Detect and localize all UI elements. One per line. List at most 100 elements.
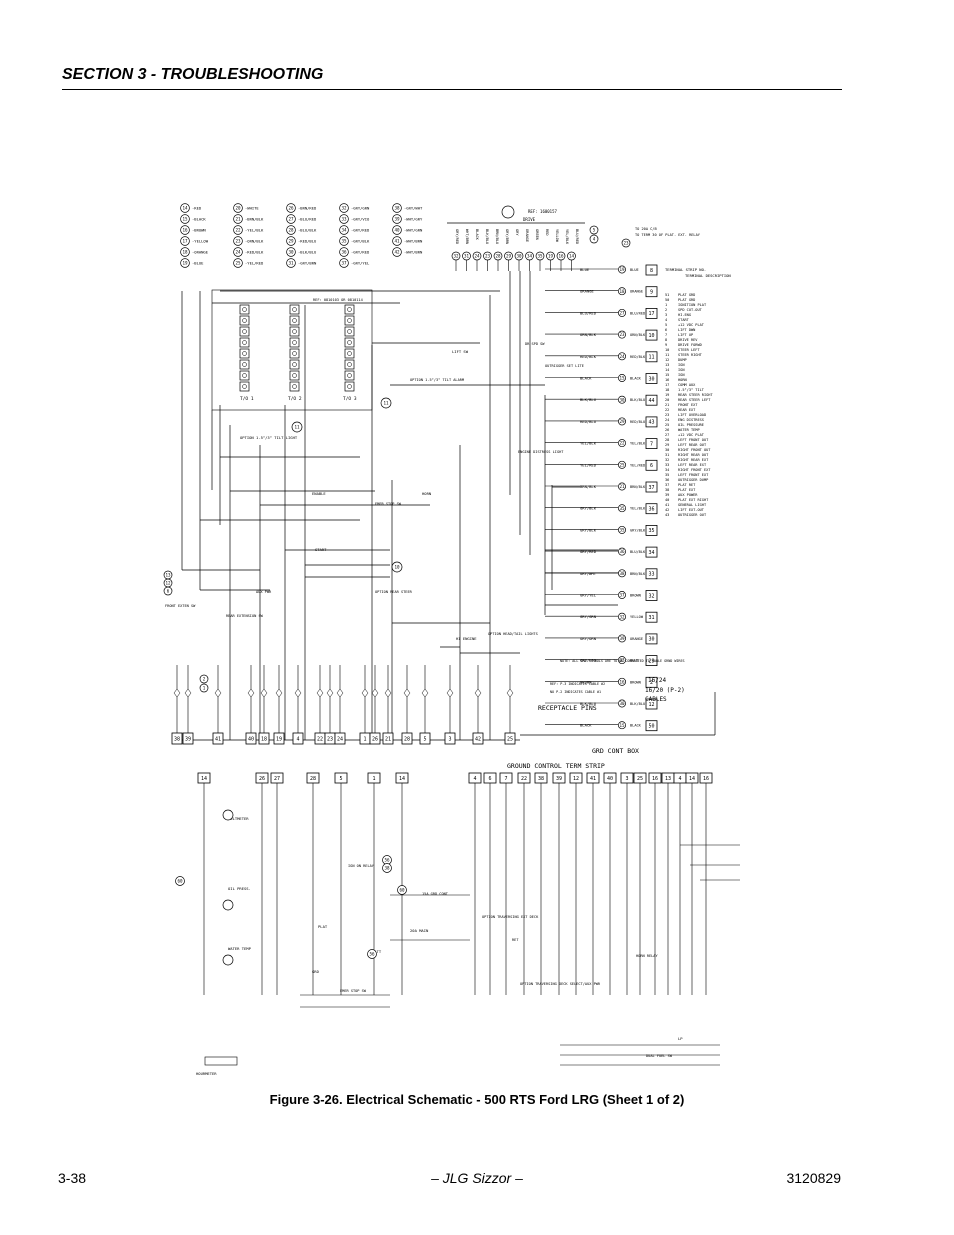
to-term-label: TO TERM 30 OF PLAT. EXT. RELAY <box>635 233 701 237</box>
terminal-box <box>517 772 531 784</box>
legend-color: -BLU/RED <box>298 217 317 222</box>
terminal-row-number: 42 <box>665 508 669 512</box>
wire-number-circle <box>618 525 626 534</box>
voltmeter-label: VOLTMETER <box>228 816 249 821</box>
wire-number: 60 <box>399 888 405 893</box>
terminal-row-desc: WATER TEMP <box>678 428 700 432</box>
top-wire-label: GRY <box>515 229 519 236</box>
terminal-box <box>645 459 658 471</box>
wire-number-circle <box>397 885 407 895</box>
terminal-row-desc: LIFT DWN <box>678 328 695 332</box>
wire-number: 28 <box>495 254 501 259</box>
wire-number: 36 <box>619 549 625 554</box>
trav-deck-label: OPTION TRAVERSING EXT DECK <box>482 915 539 919</box>
terminal-strip-label: TERMINAL STRIP NO. <box>665 267 706 272</box>
page-number: 3-38 <box>58 1170 87 1186</box>
wire-number: 27 <box>619 311 625 316</box>
wire-number: 15 <box>619 376 625 381</box>
terminal-row-desc: IGN <box>678 368 685 372</box>
terminal-box <box>645 698 658 710</box>
terminal-box <box>197 772 211 784</box>
terminal-row-number: 3 <box>665 313 667 317</box>
terminal-number: 41 <box>590 776 596 782</box>
plug-wire-label: YEL/RED <box>580 462 597 467</box>
enable-label: ENABLE <box>312 491 326 496</box>
terminal-number: 35 <box>648 528 654 534</box>
wire-number-circle <box>392 236 402 246</box>
terminal-row-number: 4 <box>665 318 667 322</box>
legend-color: -WHT/GRY <box>404 217 423 222</box>
wire-number-circle <box>618 591 626 599</box>
plug-wire-label: BLK/BLU <box>580 701 597 706</box>
start-label: START <box>315 547 327 552</box>
terminal-number: 34 <box>648 550 654 556</box>
terminal-row-desc: LIFT EXT-OUT <box>678 508 705 512</box>
terminal-row-number: 15 <box>665 373 669 377</box>
terminal-number: 32 <box>648 593 654 599</box>
terminal-number: 10 <box>648 333 654 339</box>
wire-number-circle <box>199 674 209 684</box>
terminal-row-desc: STEER LEFT <box>678 348 700 352</box>
plug-out-label: BLK/BLU <box>630 702 645 706</box>
terminal-box <box>645 438 658 450</box>
gauge <box>222 809 234 821</box>
wire-number-circle <box>180 225 190 235</box>
terminal-row-number: 29 <box>665 443 669 447</box>
terminal-box <box>586 772 600 784</box>
wire-number: 25 <box>619 462 625 467</box>
wire-number: 24 <box>474 254 480 259</box>
grd-cont-box-label: GRD CONT BOX <box>592 747 639 755</box>
hi-engine-label: HI ENGINE <box>456 636 477 641</box>
wire-number-circle <box>286 258 296 268</box>
plug-out-label: BLU/RED <box>630 311 645 315</box>
terminal-row-desc: REAR STEER LEFT <box>678 398 711 402</box>
plug-wire-label: BRN/BLK <box>580 484 597 489</box>
terminal-row-number: 10 <box>665 348 669 352</box>
connector-pin <box>371 688 379 698</box>
terminal-box <box>273 732 285 745</box>
terminal-row-desc: RIGHT FRONT EXT <box>678 468 711 472</box>
terminal-desc-label: TERMINAL DESCRIPTION <box>685 273 731 278</box>
head-tail-label: OPTION HEAD/TAIL LIGHTS <box>488 632 538 636</box>
terminal-row-number: 25 <box>665 423 669 427</box>
wire-number: 34 <box>527 254 533 259</box>
wire-number: 16 <box>619 679 625 684</box>
terminal-box <box>645 590 658 601</box>
terminal-row-number: 9 <box>665 343 667 347</box>
wire-number: 37 <box>341 261 347 266</box>
cables-label: CABLES <box>645 696 667 703</box>
to-terminal-dot <box>292 351 297 356</box>
terminal-row-desc: STEER RIGHT <box>678 353 703 357</box>
wire-number-circle <box>618 308 626 317</box>
wire-number: 21 <box>619 484 625 489</box>
wire-number: 11 <box>383 401 389 406</box>
terminal-number: 5 <box>423 736 426 742</box>
wire-number-circle <box>621 238 631 248</box>
plug-out-label: BLUE <box>630 268 639 272</box>
ref-label: REF: 1600157 <box>528 209 557 214</box>
terminal-row-number: 34 <box>665 468 669 472</box>
plug-wire-label: GRY/RED <box>580 549 597 554</box>
wire-number: 24 <box>235 250 241 255</box>
wire-number: 6 <box>167 589 170 594</box>
wire-number-circle <box>392 225 402 235</box>
terminal-box <box>258 732 270 745</box>
wire-number: 1 <box>203 686 206 691</box>
terminal-number: 4 <box>473 776 476 782</box>
terminal-box <box>534 772 548 784</box>
wire-number-circle <box>589 234 599 244</box>
terminal-box <box>645 416 658 428</box>
wire-number: 26 <box>288 206 294 211</box>
connector-pin <box>275 688 283 698</box>
wire-number: 32 <box>341 206 347 211</box>
connector-pin <box>421 688 429 698</box>
terminal-box <box>645 373 658 384</box>
hourmeter-label: HOURMETER <box>196 1071 217 1076</box>
top-wire-label: BRN/BLU <box>495 229 499 244</box>
plug-out-label: BLACK <box>630 724 642 728</box>
wire-number: 23 <box>619 332 625 337</box>
plug-out-label: BRN/BLK <box>630 485 646 489</box>
wire-number: 29 <box>506 254 512 259</box>
wire-number: 41 <box>394 239 400 244</box>
wire-number: 38 <box>619 571 625 576</box>
